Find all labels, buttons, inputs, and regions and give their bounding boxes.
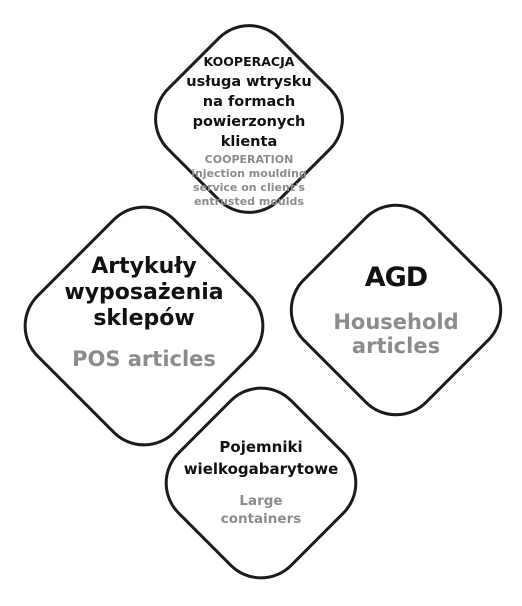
label-en-line: POS articles — [72, 347, 216, 371]
label-pl-line: wielkogabarytowe — [183, 460, 339, 478]
label-en-line: COOPERATION — [204, 153, 294, 166]
label-pl-line: powierzonych — [192, 114, 306, 130]
label-pl-line: sklepów — [93, 306, 195, 331]
diamond-text: AGD Household articles — [272, 262, 520, 358]
label-pl-line: klienta — [220, 134, 278, 150]
label-pl-line: AGD — [364, 262, 428, 293]
label-pl-line: na formach — [202, 94, 296, 110]
label-en-line: Household — [333, 310, 459, 334]
diamond-household[interactable]: AGD Household articles — [271, 185, 521, 435]
label-en-line: containers — [220, 511, 302, 527]
label-en-line: Large — [239, 493, 283, 509]
label-pl-line: usługa wtrysku — [186, 74, 312, 90]
label-en-line: entrusted moulds — [194, 195, 304, 208]
label-en-line: service on client's — [193, 181, 305, 194]
label-pl-line: Artykuły — [91, 254, 197, 279]
diamond-text: Artykuły wyposażenia sklepów POS article… — [6, 254, 282, 372]
label-en-line: articles — [351, 334, 441, 358]
label-pl-line: wyposażenia — [64, 280, 224, 305]
diamond-large-containers[interactable]: Pojemniki wielkogabarytowe Large contain… — [146, 368, 376, 598]
diamond-cooperation[interactable]: KOOPERACJA usługa wtrysku na formach pow… — [135, 5, 363, 233]
label-en-line: injection moulding — [191, 167, 307, 180]
label-pl-line: KOOPERACJA — [203, 54, 295, 69]
label-pl-line: Pojemniki — [219, 438, 303, 456]
diamond-text: KOOPERACJA usługa wtrysku na formach pow… — [136, 52, 362, 208]
diamond-text: Pojemniki wielkogabarytowe Large contain… — [146, 436, 376, 528]
diamond-pos-articles[interactable]: Artykuły wyposażenia sklepów POS article… — [5, 187, 283, 465]
